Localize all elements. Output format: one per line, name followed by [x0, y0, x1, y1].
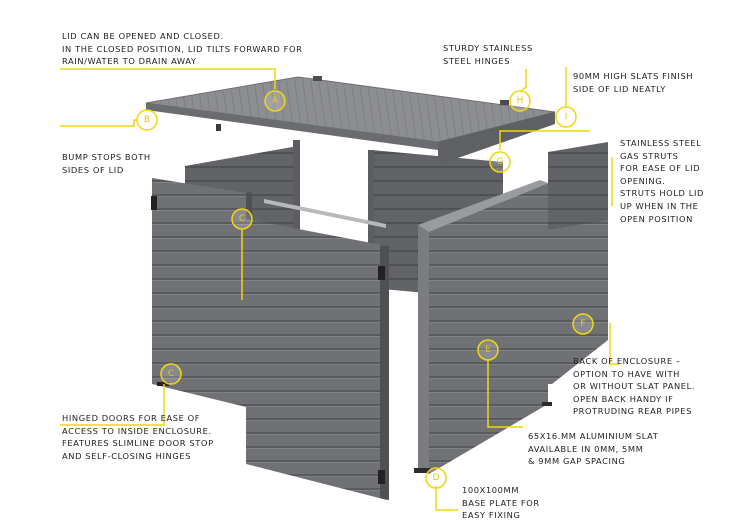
marker-label: D: [433, 473, 440, 483]
marker-circle: [509, 90, 531, 112]
note-line: 65X16.MM ALUMINIUM SLAT: [528, 431, 659, 441]
note-bump-stops: BUMP STOPS BOTH SIDES OF LID: [62, 151, 151, 176]
note-line: STURDY STAINLESS: [443, 43, 533, 53]
note-lid-slats: 90MM HIGH SLATS FINISH SIDE OF LID NEATL…: [573, 70, 693, 95]
right-door-edge: [380, 245, 389, 500]
callout-marker-e: E: [477, 339, 499, 361]
note-line: SIDES OF LID: [62, 164, 124, 175]
note-line: 90MM HIGH SLATS FINISH: [573, 71, 694, 81]
marker-circle: [231, 208, 253, 230]
note-line: FOR EASE OF LID: [620, 163, 701, 174]
note-line: RAIN/WATER TO DRAIN AWAY: [62, 56, 197, 67]
note-hinged-doors: HINGED DOORS FOR EASE OF ACCESS TO INSID…: [62, 412, 214, 462]
marker-circle: [555, 106, 577, 128]
note-line: OPEN BACK HANDY IF: [573, 393, 674, 404]
note-line: SIDE OF LID NEATLY: [573, 83, 666, 94]
door-hinge: [378, 266, 385, 280]
callout-marker-a: A: [264, 90, 286, 112]
note-aluminium-slat: 65X16.MM ALUMINIUM SLAT AVAILABLE IN 0MM…: [528, 430, 658, 468]
marker-circle: [160, 363, 182, 385]
post: [293, 140, 300, 266]
right-door: [246, 219, 387, 500]
note-line: 100X100MM: [462, 485, 520, 495]
marker-circle: [425, 467, 447, 489]
lid-front-edge: [146, 103, 438, 150]
note-line: OPEN POSITION: [620, 213, 693, 224]
callout-marker-f: F: [572, 313, 594, 335]
marker-label: G: [497, 157, 504, 167]
note-line: EASY FIXING: [462, 510, 521, 521]
note-line: AND SELF-CLOSING HINGES: [62, 450, 192, 461]
marker-circle: [136, 109, 158, 131]
post: [368, 150, 374, 290]
note-line: BASE PLATE FOR: [462, 497, 540, 508]
front-side-panel-edge: [418, 225, 429, 474]
callout-marker-i: I: [555, 106, 577, 128]
note-line: BUMP STOPS BOTH: [62, 152, 151, 162]
note-line: OPENING.: [620, 175, 666, 186]
marker-label: E: [485, 345, 491, 355]
rear-side-panel-lower: [548, 220, 608, 384]
callout-marker-c1: C: [231, 208, 253, 230]
marker-label: C: [239, 214, 245, 224]
note-line: STAINLESS STEEL: [620, 138, 702, 148]
note-gas-struts: STAINLESS STEEL GAS STRUTS FOR EASE OF L…: [620, 137, 704, 225]
lid-hinge: [313, 76, 322, 81]
note-lid-operation: LID CAN BE OPENED AND CLOSED. IN THE CLO…: [62, 30, 303, 68]
note-line: HINGED DOORS FOR EASE OF: [62, 413, 201, 423]
base-plate: [157, 382, 169, 386]
note-line: UP WHEN IN THE: [620, 200, 699, 211]
door-hinge: [151, 196, 157, 210]
note-back-enclosure: BACK OF ENCLOSURE – OPTION TO HAVE WITH …: [573, 355, 695, 418]
left-door: [152, 178, 246, 407]
marker-label: A: [272, 96, 279, 106]
lid-side-slats: [438, 112, 555, 165]
callout-marker-h: H: [509, 90, 531, 112]
note-line: GAS STRUTS: [620, 150, 679, 161]
note-hinges: STURDY STAINLESS STEEL HINGES: [443, 42, 533, 67]
lid-hinge: [500, 100, 509, 105]
callout-marker-c2: C: [160, 363, 182, 385]
note-line: STEEL HINGES: [443, 55, 511, 66]
callout-marker-b: B: [136, 109, 158, 131]
note-line: ACCESS TO INSIDE ENCLOSURE.: [62, 425, 212, 436]
marker-label: H: [517, 96, 524, 106]
front-side-panel-top: [418, 180, 548, 232]
marker-circle: [477, 339, 499, 361]
marker-circle: [264, 90, 286, 112]
marker-circle: [489, 151, 511, 173]
marker-label: I: [565, 112, 568, 122]
base-plate: [542, 402, 552, 406]
markers: A B C C D E F G H I: [136, 90, 594, 489]
note-line: LID CAN BE OPENED AND CLOSED.: [62, 31, 224, 41]
door-hinge: [378, 470, 385, 484]
marker-label: B: [144, 115, 150, 125]
rail: [264, 199, 386, 228]
leader-lines: [60, 67, 620, 511]
callout-marker-g: G: [489, 151, 511, 173]
base-plate: [414, 468, 430, 473]
marker-label: C: [168, 369, 174, 379]
marker-circle: [572, 313, 594, 335]
note-line: STRUTS HOLD LID: [620, 188, 705, 199]
note-line: OR WITHOUT SLAT PANEL.: [573, 381, 696, 392]
bump-stop: [216, 124, 221, 131]
note-line: BACK OF ENCLOSURE –: [573, 356, 681, 366]
marker-label: F: [580, 319, 585, 329]
note-line: FEATURES SLIMLINE DOOR STOP: [62, 438, 214, 449]
note-line: PROTRUDING REAR PIPES: [573, 406, 692, 417]
callout-marker-d: D: [425, 467, 447, 489]
note-line: & 9MM GAP SPACING: [528, 456, 626, 467]
note-line: IN THE CLOSED POSITION, LID TILTS FORWAR…: [62, 43, 303, 54]
front-side-panel: [429, 183, 548, 474]
note-line: AVAILABLE IN 0MM, 5MM: [528, 443, 644, 454]
note-base-plate: 100X100MM BASE PLATE FOR EASY FIXING: [462, 484, 540, 522]
note-line: OPTION TO HAVE WITH: [573, 368, 680, 379]
